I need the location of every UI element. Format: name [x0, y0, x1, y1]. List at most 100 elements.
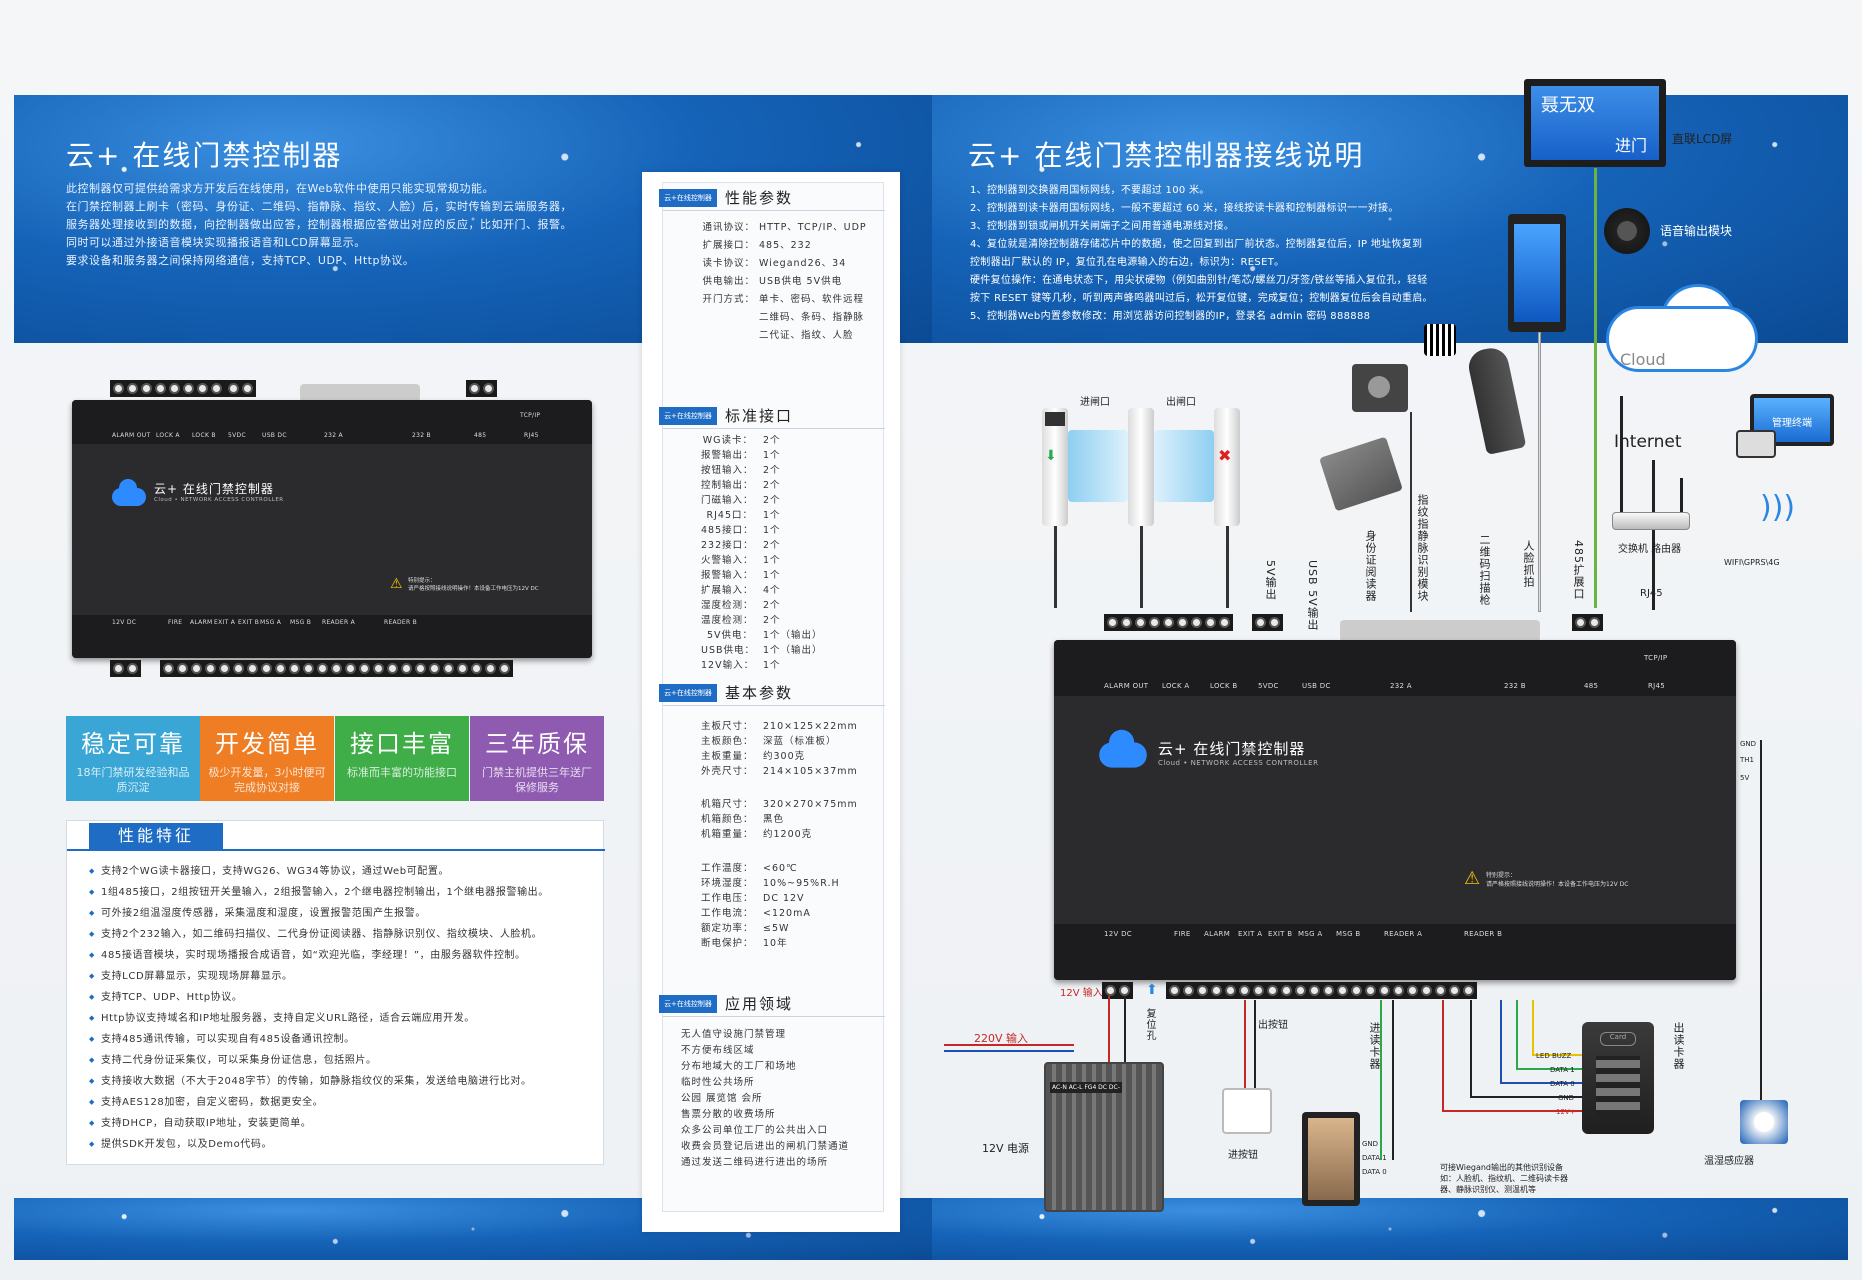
cross-icon: ✖	[1218, 446, 1232, 465]
fp-wire	[1410, 412, 1412, 612]
left-bottom-strip: 12V DC FIRE ALARM EXIT A EXIT B MSG A MS…	[72, 615, 592, 658]
left-top-terminal-b	[225, 380, 256, 397]
side-pin-5v: 5V	[1740, 774, 1750, 782]
entry-reader-label: 进读卡器	[1368, 1022, 1381, 1070]
basic-header: 云+在线控制器基本参数	[659, 678, 885, 706]
left-cloud-logo-icon	[112, 479, 146, 506]
exit-reader-label: 出读卡器	[1672, 1022, 1685, 1070]
iface-params: WG读卡：2个 报警输出：1个 按钮输入：2个 控制输出：2个 门磁输入：2个 …	[701, 435, 823, 671]
right-serial-ports	[1340, 620, 1540, 642]
lcd-wire	[1594, 168, 1597, 608]
right-top-terminal	[1104, 614, 1233, 631]
qr-code-icon	[1424, 324, 1456, 356]
basic-params-board: 主板尺寸：210×125×22mm 主板颜色：深蓝（标准板） 主板重量：约300…	[701, 721, 858, 777]
list-item: 提供SDK开发包，以及Demo代码。	[89, 1134, 549, 1155]
right-device-body: ALARM OUT LOCK A LOCK B 5VDC USB DC 232 …	[1054, 640, 1736, 980]
face-pin-gnd: GND	[1362, 1140, 1379, 1148]
app-list: 无人值守设施门禁管理 不方便布线区域 分布地域大的工厂和场地 临时性公共场所 公…	[681, 1027, 849, 1171]
voice-label: 语音输出模块	[1660, 224, 1733, 238]
entry-gate-label: 进闸口	[1080, 397, 1110, 408]
face-reader-icon	[1302, 1112, 1360, 1206]
reader-out-wire-2h	[1470, 1096, 1582, 1098]
list-item: Http协议支持域名和IP地址服务器，支持自定义URL路径，适合云端应用开发。	[89, 1008, 549, 1029]
tile-rich-interfaces: 接口丰富标准而丰富的功能接口	[335, 716, 469, 801]
reader-out-wire-1h	[1442, 1110, 1582, 1112]
left-warning: 特别提示：请严格按照接线说明操作！本设备工作电压为12V DC	[408, 578, 539, 592]
face-terminal-icon	[1508, 214, 1566, 332]
gate-wire-2	[1140, 526, 1143, 608]
wire-220v-1	[944, 1044, 1074, 1046]
right-title: 云+ 在线门禁控制器接线说明	[968, 139, 1365, 172]
exit-button-label: 出按钮	[1258, 1020, 1288, 1031]
reader-pin-12v: 12V+	[1556, 1108, 1576, 1116]
side-pin-th1: TH1	[1740, 756, 1754, 764]
reset-label: 复位孔	[1144, 1008, 1155, 1041]
left-warning-icon: ⚠	[390, 576, 403, 592]
gate-post-3: ✖	[1214, 408, 1240, 526]
power-12v-label: 12V 输入	[1060, 988, 1103, 999]
id-reader-icon	[1319, 436, 1403, 512]
gate-wire-3	[1226, 526, 1229, 608]
router-icon	[1612, 512, 1690, 530]
speaker-icon	[1604, 208, 1650, 254]
reader-out-wire-4	[1516, 1000, 1518, 1070]
list-item: 可外接2组温湿度传感器，采集温度和湿度，设置报警范围产生报警。	[89, 903, 549, 924]
list-item: 支持接收大数据（不大于2048字节）的传输，如静脉指纹仪的采集，发送给电脑进行比…	[89, 1071, 549, 1092]
list-item: 通过发送二维码进行进出的场所	[681, 1157, 829, 1168]
right-top-strip: ALARM OUT LOCK A LOCK B 5VDC USB DC 232 …	[1054, 640, 1736, 696]
basic-params-case: 机箱尺寸：320×270×75mm 机箱颜色：黑色 机箱重量：约1200克	[701, 799, 858, 840]
face-pin-data0: DATA 0	[1362, 1168, 1387, 1176]
reader-out-wire-4h	[1516, 1068, 1582, 1070]
list-item: 支持2个WG读卡器接口，支持WG26、WG34等协议，通过Web可配置。	[89, 861, 549, 882]
right-bottom-terminal-a	[1102, 982, 1133, 999]
internet-label: Internet	[1614, 432, 1682, 452]
reader-in-wire-2	[1392, 1000, 1394, 1160]
face-usb-wire	[1538, 332, 1541, 612]
fingerprint-module-icon	[1352, 364, 1408, 412]
gate-wing-1	[1068, 430, 1128, 502]
reader-out-wire-3	[1500, 1000, 1502, 1084]
reader-out-wire-2	[1470, 1000, 1472, 1098]
cloud-label: Cloud	[1620, 350, 1666, 369]
face-pin-data1: DATA 1	[1362, 1154, 1387, 1162]
features-panel: 性能特征 支持2个WG读卡器接口，支持WG26、WG34等协议，通过Web可配置…	[66, 820, 605, 1165]
left-intro: 此控制器仅可提供给需求方开发后在线使用，在Web软件中使用只能实现常规功能。在门…	[66, 182, 572, 267]
entry-button-label: 进按钮	[1228, 1150, 1258, 1161]
reader-pin-led-buzz: LED BUZZ	[1536, 1052, 1572, 1060]
reader-out-wire-5h	[1532, 1054, 1582, 1056]
reader-out-wire-3h	[1500, 1082, 1582, 1084]
wire-220v-2	[944, 1050, 1074, 1052]
left-title: 云+ 在线门禁控制器	[66, 139, 343, 172]
gate-wire-1	[1054, 526, 1057, 608]
right-bottom-strip: 12V DC FIRE ALARM EXIT A EXIT B MSG A MS…	[1054, 924, 1736, 980]
btn-wire-1	[1244, 1000, 1246, 1088]
left-device-body: ALARM OUT LOCK A LOCK B 5VDC USB DC 232 …	[72, 400, 592, 658]
list-item: 支持2个232输入，如二维码扫描仪、二代身份证阅读器、指静脉识别仪、指纹模块、人…	[89, 924, 549, 945]
exit-gate-label: 出闸口	[1166, 397, 1196, 408]
reader-out-wire-1	[1442, 1000, 1444, 1112]
reader-pin-data1: DATA 1	[1550, 1066, 1575, 1074]
gate-post-1: ⬇	[1042, 408, 1068, 526]
psu-wire-neg	[1124, 996, 1126, 1064]
list-item: 临时性公共场所	[681, 1077, 755, 1088]
list-item: 1组485接口，2组按钮开关量输入，2组报警输入，2个继电器控制输出，1个继电器…	[89, 882, 549, 903]
list-item: 不方便布线区域	[681, 1045, 755, 1056]
list-item: 支持TCP、UDP、Http协议。	[89, 987, 549, 1008]
list-item: 众多公司单位工厂的公共出入口	[681, 1125, 829, 1136]
label-usb-5v-out: USB 5V输出	[1306, 560, 1319, 631]
gate-post-2	[1128, 408, 1154, 526]
lcd-screen: 聂无双进门	[1524, 79, 1666, 167]
list-item: 无人值守设施门禁管理	[681, 1029, 787, 1040]
list-item: 485接语音模块，实时现场播报合成语音，如“欢迎光临，李经理！”，由服务器软件控…	[89, 945, 549, 966]
wifi-label: WIFI\GPRS\4G	[1724, 558, 1780, 567]
temp-sensor-label: 温湿感应器	[1704, 1156, 1754, 1167]
router-label: 交换机 路由器	[1618, 544, 1682, 555]
list-item: 售票分散的收费场所	[681, 1109, 776, 1120]
tile-easy-dev: 开发简单极少开发量，3小时便可完成协议对接	[200, 716, 334, 801]
list-item: 支持LCD屏幕显示，实现现场屏幕显示。	[89, 966, 549, 987]
right-warning-icon: ⚠	[1464, 868, 1481, 889]
perf-header: 云+在线控制器性能参数	[659, 183, 885, 211]
